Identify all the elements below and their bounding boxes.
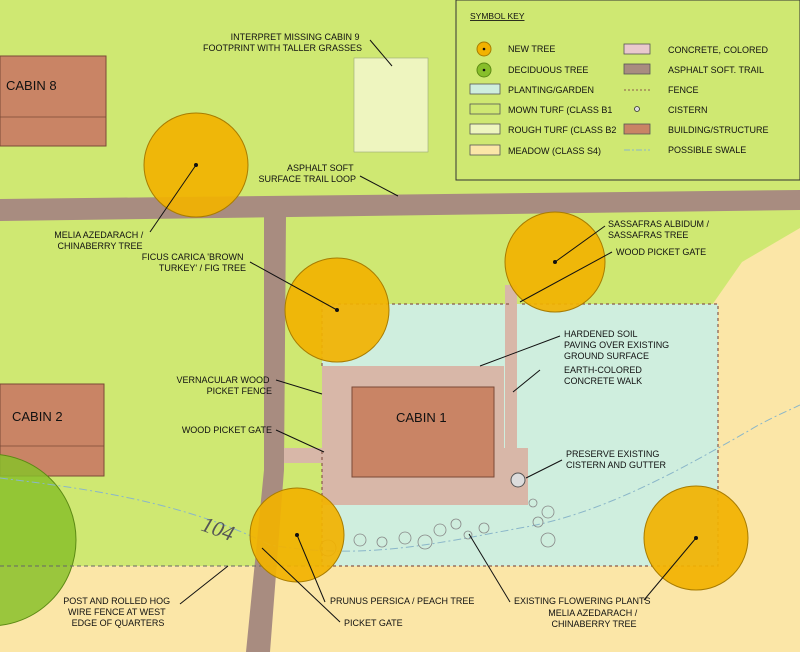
meadow-swatch [469,144,501,156]
label-cistern: PRESERVE EXISTING CISTERN AND GUTTER [566,449,667,470]
walk-to-gate [284,448,324,463]
cistern [510,472,526,488]
mown-turf-swatch [469,103,501,115]
leader-lines [149,39,697,623]
possible-swale [0,404,800,552]
legend-cistern: CISTERN [668,105,708,115]
meadow-area-south [0,566,800,652]
legend-mown: MOWN TURF (CLASS B1 [508,105,612,115]
cabin8-building [0,55,107,147]
annotations: INTERPRET MISSING CABIN 9 FOOTPRINT WITH… [54,32,712,629]
cabin1-label: CABIN 1 [396,410,447,425]
cistern-icon [634,106,640,112]
deciduous-tree [0,454,77,626]
label-melia-nw: MELIA AZEDARACH / CHINABERRY TREE [54,230,146,251]
earth-concrete-walk [505,285,517,450]
cabin1-building [351,386,495,478]
building-swatch [623,123,651,135]
label-gate-w: WOOD PICKET GATE [182,425,272,435]
legend-asphalt: ASPHALT SOFT. TRAIL [668,65,764,75]
legend-building: BUILDING/STRUCTURE [668,125,769,135]
label-cabin9: INTERPRET MISSING CABIN 9 FOOTPRINT WITH… [203,32,362,53]
rough-turf-swatch [469,123,501,135]
label-picket-gate: PICKET GATE [344,618,403,628]
cabin9-rough-turf [353,57,429,153]
label-sassafras: SASSAFRAS ALBIDUM / SASSAFRAS TREE [608,219,712,240]
legend-meadow: MEADOW (CLASS S4) [508,146,601,156]
label-gate-ne: WOOD PICKET GATE [616,247,706,257]
meadow-area-east [712,228,800,566]
asphalt-swatch [623,63,651,75]
label-hardened: HARDENED SOIL PAVING OVER EXISTING GROUN… [564,329,672,361]
legend-swale: POSSIBLE SWALE [668,145,746,155]
label-vern-fence: VERNACULAR WOOD PICKET FENCE [176,375,272,396]
cabin2-label: CABIN 2 [12,409,63,424]
legend-deciduous: DECIDUOUS TREE [508,65,588,75]
legend-rough: ROUGH TURF (CLASS B2 [508,125,616,135]
legend-planting: PLANTING/GARDEN [508,85,594,95]
cabin8-label: CABIN 8 [6,78,57,93]
label-melia-se: MELIA AZEDARACH / CHINABERRY TREE [548,608,640,629]
legend-new-tree: NEW TREE [508,44,555,54]
concrete-swatch [623,43,651,55]
legend-title: SYMBOL KEY [470,11,525,21]
label-flowering: EXISTING FLOWERING PLANTS [514,596,651,606]
label-trail: ASPHALT SOFT SURFACE TRAIL LOOP [258,163,356,184]
label-earth-walk: EARTH-COLORED CONCRETE WALK [564,365,644,386]
label-peach: PRUNUS PERSICA / PEACH TREE [330,596,474,606]
label-hogwire: POST AND ROLLED HOG WIRE FENCE AT WEST E… [63,596,172,628]
label-ficus: FICUS CARICA 'BROWN TURKEY' / FIG TREE [142,252,246,273]
legend-concrete: CONCRETE, COLORED [668,45,769,55]
symbol-key: SYMBOL KEY NEW TREE DECIDUOUS TREE PLANT… [455,0,800,181]
legend-fence: FENCE [668,85,699,95]
planting-swatch [469,83,501,95]
